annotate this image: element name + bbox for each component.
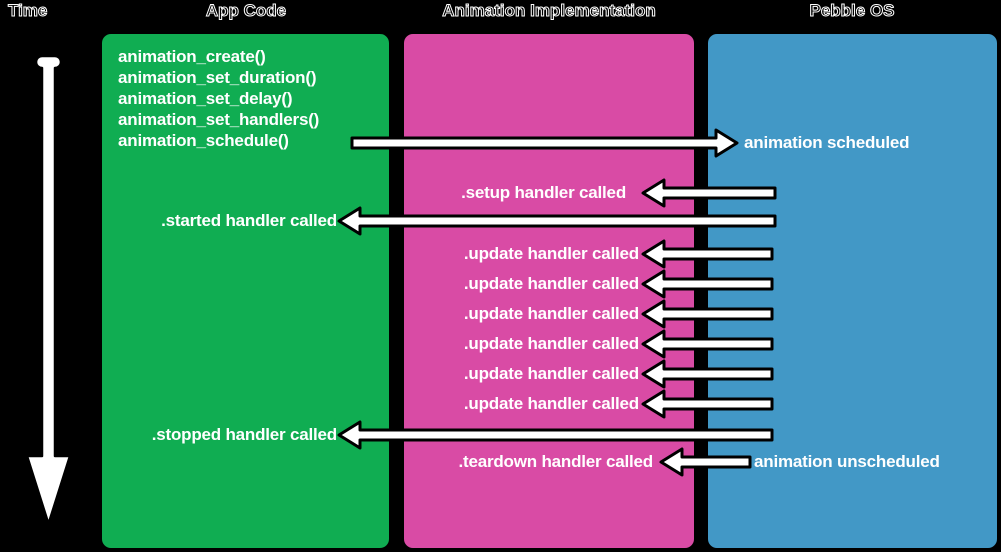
message-label-update-handler-called-4: .update handler called <box>463 334 639 353</box>
message-label-animation-scheduled: animation scheduled <box>744 133 910 152</box>
message-label-animation-unscheduled: animation unscheduled <box>754 452 940 471</box>
lane-pebble-os <box>706 32 999 550</box>
column-header-app-code: App Code <box>205 1 287 21</box>
message-label-setup-handler-called: .setup handler called <box>461 183 626 202</box>
column-header-pebble-os: Pebble OS <box>809 1 895 21</box>
app-call-animation-set-handlers: animation_set_handlers() <box>118 110 320 129</box>
message-label-stopped-handler-called: .stopped handler called <box>151 425 337 444</box>
app-call-animation-set-duration: animation_set_duration() <box>118 68 317 87</box>
message-label-update-handler-called-1: .update handler called <box>463 244 639 263</box>
message-label-update-handler-called-3: .update handler called <box>463 304 639 323</box>
lane-app-code <box>100 32 391 550</box>
app-call-animation-schedule: animation_schedule() <box>118 131 289 150</box>
message-label-update-handler-called-2: .update handler called <box>463 274 639 293</box>
message-label-teardown-handler-called: .teardown handler called <box>458 452 653 471</box>
message-label-started-handler-called: .started handler called <box>161 211 337 230</box>
column-header-animation-implementation: Animation Implementation <box>442 1 656 21</box>
message-label-update-handler-called-5: .update handler called <box>463 364 639 383</box>
app-call-animation-set-delay: animation_set_delay() <box>118 89 293 108</box>
app-call-animation-create: animation_create() <box>118 47 266 66</box>
message-label-update-handler-called-6: .update handler called <box>463 394 639 413</box>
column-header-time: Time <box>8 1 48 21</box>
time-arrow-icon <box>21 46 76 534</box>
